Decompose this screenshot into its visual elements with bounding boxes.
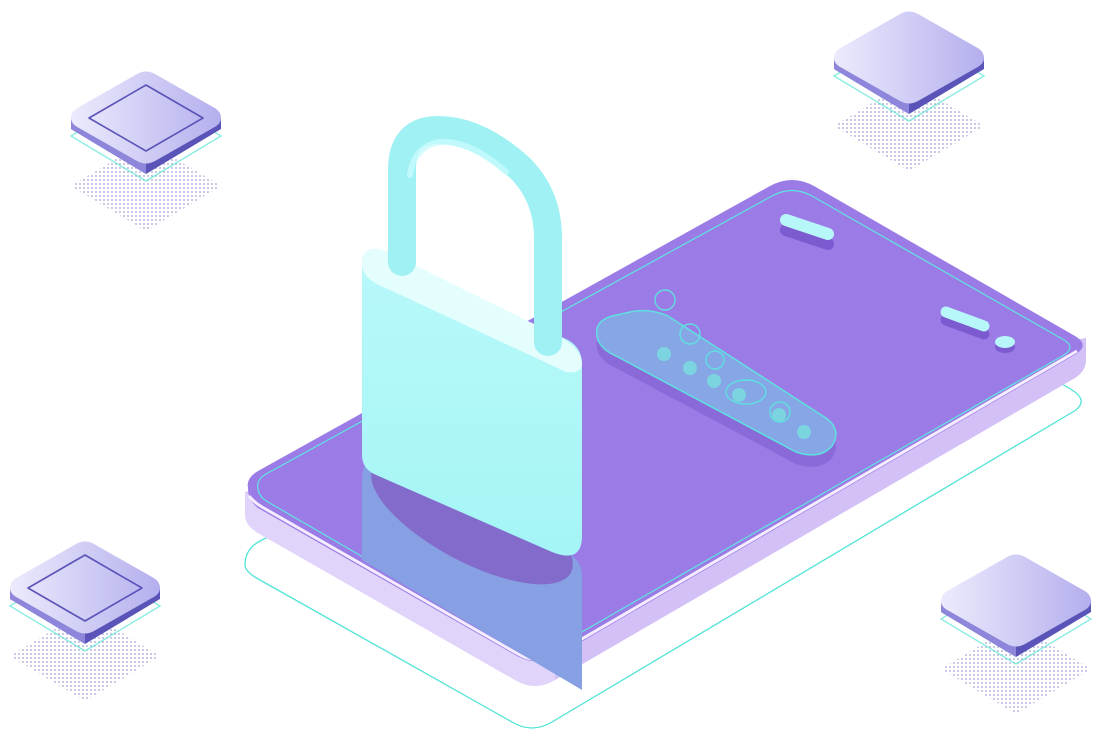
chip-icon [833, 10, 985, 172]
chip-icon [940, 553, 1092, 715]
padlock-icon [362, 115, 582, 690]
chip-icon [9, 540, 161, 702]
chip-icon [70, 70, 222, 232]
key-slot-panel [595, 289, 837, 467]
